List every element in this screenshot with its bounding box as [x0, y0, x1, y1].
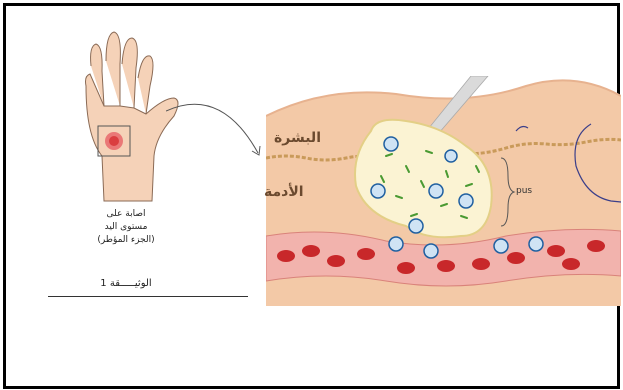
- zoom-arrow: [166, 101, 276, 171]
- document-label-underline: [48, 296, 248, 297]
- document-label: الوثيـــــقة 1: [46, 278, 206, 289]
- figure-frame: اصابة على مستوى اليد (الجزء المؤطر) الوث…: [3, 3, 620, 389]
- hand-caption-line-2: مستوى اليد: [46, 221, 206, 234]
- dermis-label: الأدمة: [264, 184, 304, 200]
- skin-cross-section: [266, 76, 621, 306]
- hand-caption-line-1: اصابة على: [46, 208, 206, 221]
- pus-label: pus: [516, 186, 532, 196]
- epidermis-label: البشرة: [274, 130, 321, 146]
- hand-caption: اصابة على مستوى اليد (الجزء المؤطر): [46, 208, 206, 247]
- hand-caption-line-3: (الجزء المؤطر): [46, 234, 206, 247]
